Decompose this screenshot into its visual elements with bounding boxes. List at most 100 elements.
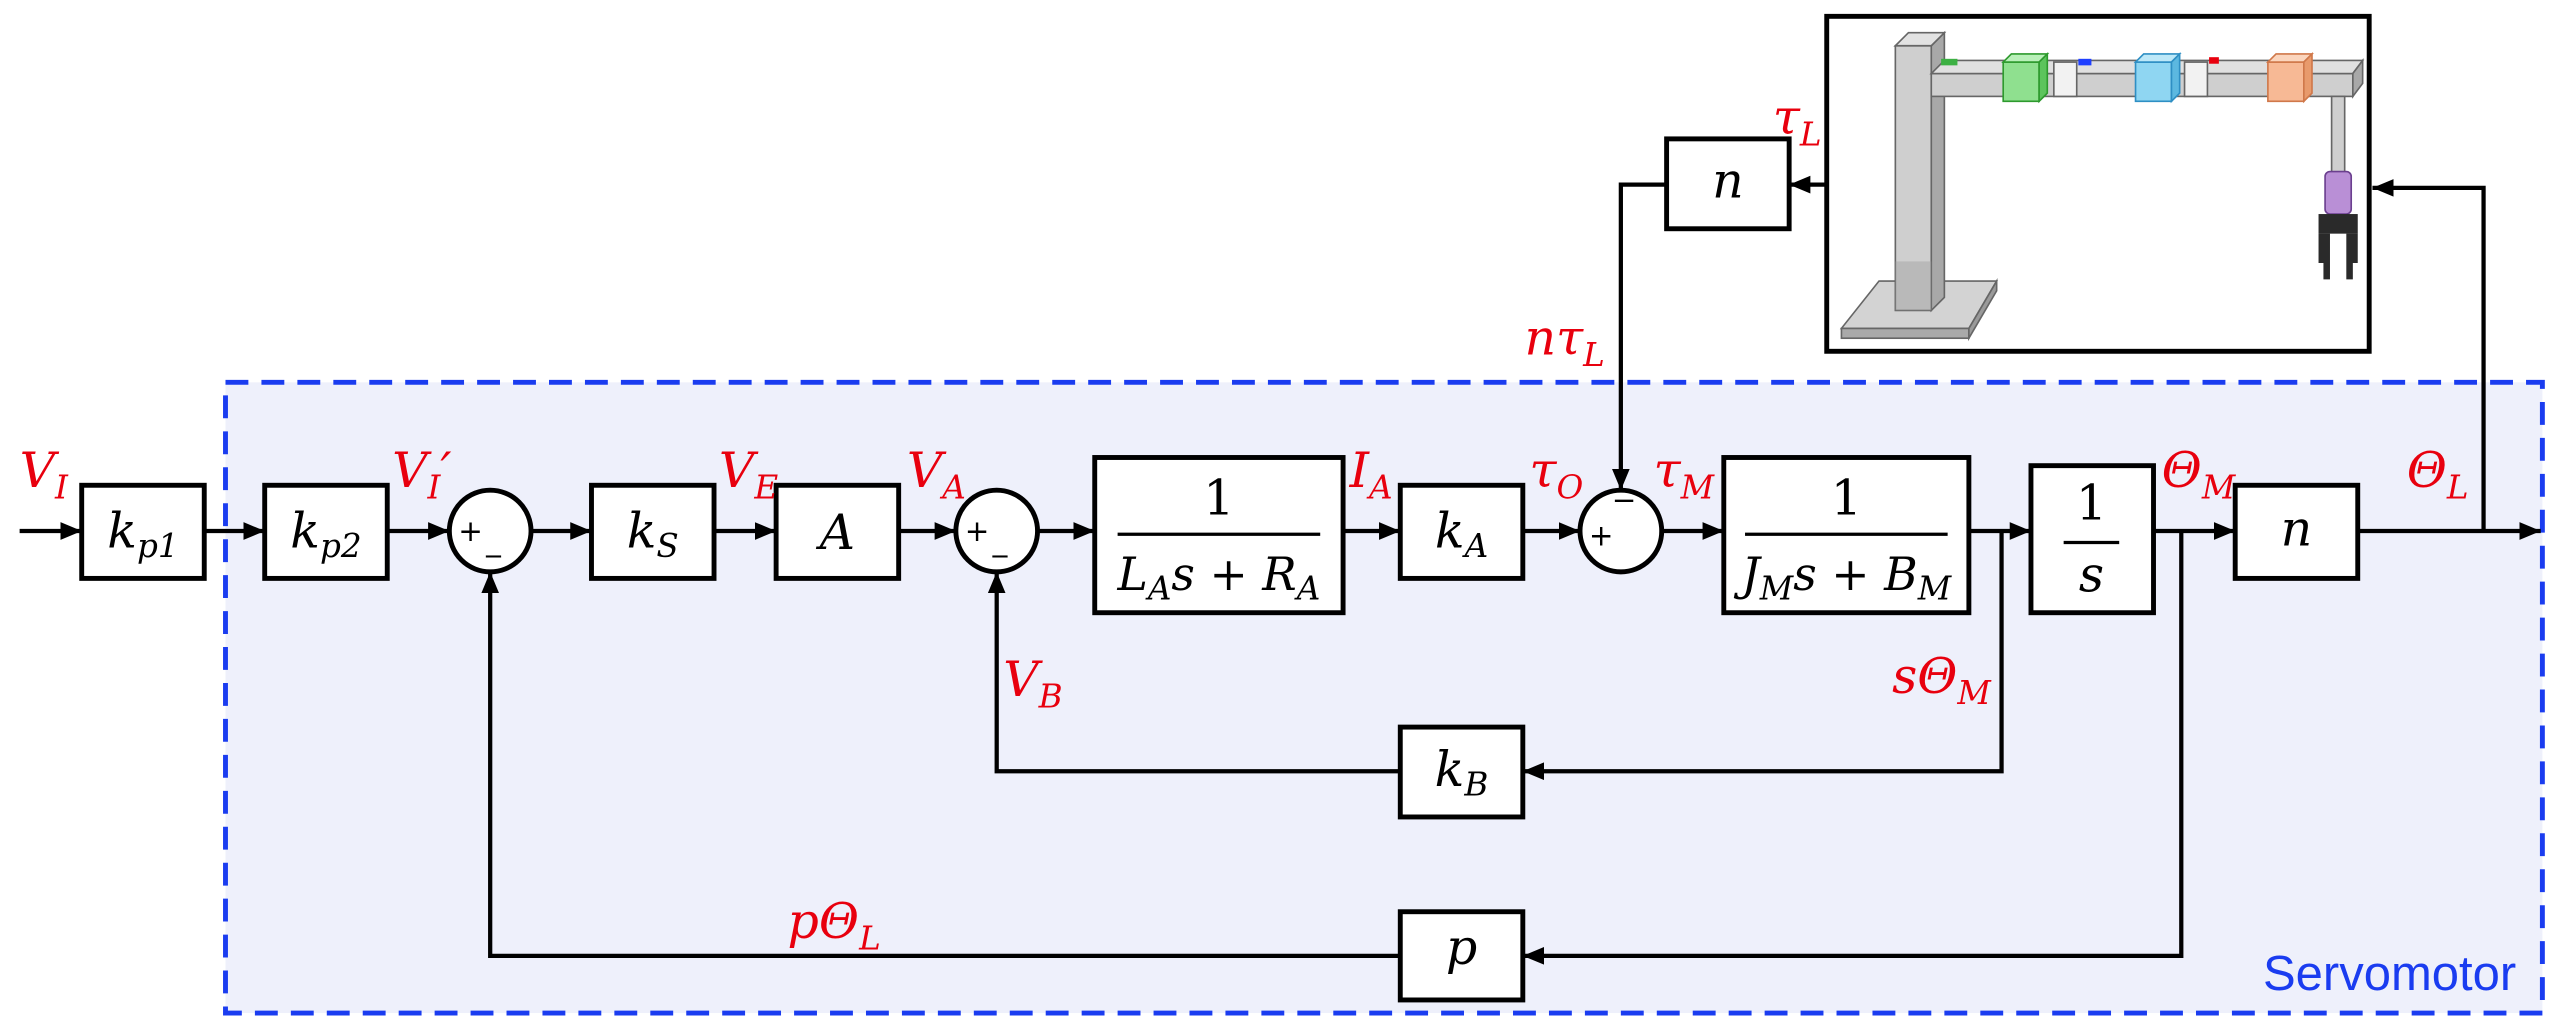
robot-gripper-body — [2318, 214, 2358, 234]
label-tau-m-sub: M — [1680, 468, 1716, 506]
label-v-a-main: V — [907, 442, 947, 499]
robot-vertical-rod — [2330, 95, 2346, 176]
label-i-a-sub: A — [1366, 468, 1393, 506]
wire-output-to-robot — [2372, 179, 2486, 532]
block-ka-main: k — [1435, 502, 1465, 559]
sum3-minus: − — [1612, 483, 1637, 517]
armature-den-s-plus-r: s + R — [1171, 548, 1296, 601]
label-theta-m-main: Θ — [2162, 442, 2202, 499]
summing-junction-3: + − — [1577, 483, 1665, 575]
label-v-i-prime-sub: I — [427, 468, 442, 506]
robot-link-orange-side — [2303, 51, 2313, 104]
armature-den-l: L — [1116, 548, 1147, 601]
block-ks: kS — [589, 482, 717, 581]
robot-base-plate-front — [1840, 327, 1970, 340]
block-amplifier-frame — [773, 482, 902, 581]
block-p-label: p — [1446, 919, 1477, 976]
label-n-tau-l-sub: L — [1582, 336, 1605, 374]
label-tau-l-sub: L — [1799, 115, 1822, 153]
label-v-b-sub: B — [1038, 677, 1063, 715]
sum2-plus: + — [965, 514, 990, 548]
label-v-i-sub: I — [54, 468, 69, 506]
block-load-gear-frame — [1664, 136, 1792, 232]
wire-load-gear-to-sum3 — [1612, 182, 1667, 491]
label-n-tau-l: nτL — [1524, 310, 1604, 374]
block-ks-main: k — [627, 502, 657, 559]
wire-p-to-sum1 — [481, 571, 1401, 958]
label-v-e-main: V — [719, 442, 759, 499]
block-ka: kA — [1397, 482, 1526, 581]
robot-link-blue-front — [2134, 61, 2173, 103]
robot-gripper-finger-left — [2318, 233, 2330, 280]
block-kp1: kp1 — [79, 482, 207, 581]
robot-column-top — [1893, 31, 1947, 47]
label-v-i-main: V — [20, 442, 60, 499]
block-mechanical-numerator: 1 — [1831, 470, 1862, 527]
block-kp2-sub: p2 — [320, 527, 362, 565]
label-n-tau-l-main: nτ — [1524, 310, 1584, 367]
sum3-plus: + — [1589, 519, 1614, 553]
label-s-theta-m: sΘM — [1892, 648, 1992, 712]
wire-kb-to-sum2 — [987, 571, 1401, 774]
robot-link-green-side — [2038, 51, 2049, 104]
block-kp2: kp2 — [262, 482, 390, 581]
label-i-a-main: I — [1349, 442, 1371, 499]
block-load-gear: n — [1664, 136, 1792, 232]
label-v-b: VB — [1003, 651, 1062, 715]
label-tau-o-main: τ — [1529, 442, 1557, 499]
label-tau-m-main: τ — [1654, 442, 1682, 499]
block-armature-numerator: 1 — [1203, 470, 1234, 527]
armature-den-r-sub: A — [1294, 570, 1321, 608]
block-gear-ratio-label: n — [2281, 501, 2313, 558]
robot-marker-blue — [2078, 58, 2092, 66]
label-tau-o: τO — [1529, 442, 1583, 506]
mechanical-den-j-sub: M — [1759, 570, 1795, 608]
block-integrator-numerator: 1 — [2076, 475, 2107, 532]
label-tau-o-sub: O — [1556, 468, 1583, 506]
label-theta-l-main: Θ — [2407, 442, 2447, 499]
label-s-theta-m-main: sΘ — [1892, 648, 1957, 705]
robot-column-shadow — [1895, 261, 1932, 311]
block-gear-ratio: n — [2232, 482, 2361, 581]
robot-link-green-front — [2002, 61, 2040, 103]
label-p-theta-l-sub: L — [858, 919, 881, 957]
block-ka-sub: A — [1462, 527, 1489, 565]
label-v-i-prime-main: V — [392, 442, 432, 499]
block-kb-frame — [1397, 724, 1526, 820]
label-theta-m: ΘM — [2162, 442, 2237, 506]
label-v-a-sub: A — [939, 468, 966, 506]
block-integrator: 1 s — [2028, 463, 2156, 616]
summing-junction-1: + _ — [446, 487, 534, 575]
block-kp2-label: kp2 — [290, 502, 361, 565]
robot-beam-end — [2352, 58, 2364, 99]
block-kp1-sub: p1 — [137, 527, 179, 565]
label-s-theta-m-sub: M — [1956, 674, 1992, 712]
block-p-frame — [1397, 909, 1526, 1003]
sum3-circle — [1577, 487, 1665, 575]
wire-position-to-p — [1522, 531, 2184, 965]
block-armature: 1 LAs + RA — [1092, 455, 1346, 616]
label-theta-l: ΘL — [2407, 442, 2469, 506]
block-integrator-frame — [2028, 463, 2156, 616]
mechanical-den-b-sub: M — [1917, 570, 1953, 608]
block-kb-sub: B — [1463, 766, 1488, 804]
block-ka-label: kA — [1435, 502, 1488, 565]
block-ka-frame — [1397, 482, 1526, 581]
label-p-theta-l-main: pΘ — [788, 893, 860, 950]
label-v-b-main: V — [1003, 651, 1043, 708]
robot-column-front — [1894, 44, 1933, 312]
label-tau-l: τL — [1773, 89, 1822, 153]
label-v-i: VI — [20, 442, 69, 506]
block-ks-frame — [589, 482, 717, 581]
mechanical-den-s-plus-b: s + B — [1793, 548, 1917, 601]
robot-arm-illustration — [1824, 13, 2372, 354]
label-v-a: VA — [907, 442, 966, 506]
block-kp1-label: kp1 — [107, 502, 178, 565]
robot-wrist-cylinder — [2324, 170, 2353, 215]
label-theta-m-sub: M — [2201, 468, 2237, 506]
armature-den-l-sub: A — [1145, 570, 1172, 608]
label-v-e-sub: E — [753, 468, 778, 506]
block-kb-label: kB — [1435, 741, 1489, 804]
label-i-a: IA — [1349, 442, 1393, 506]
block-mechanical: 1 JMs + BM — [1721, 455, 1972, 616]
